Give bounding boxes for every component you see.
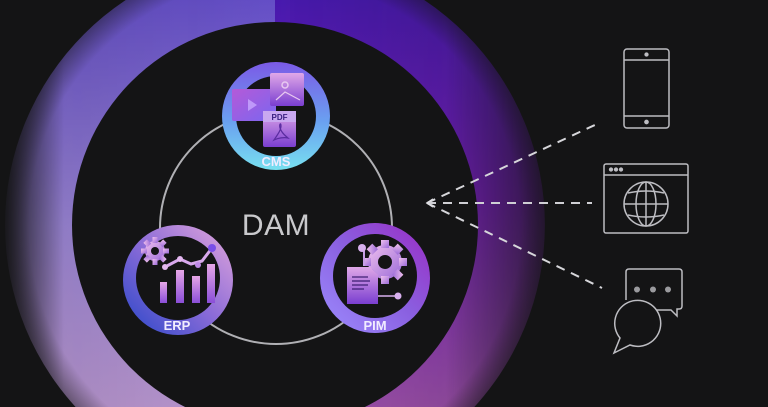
browser-globe-icon xyxy=(603,163,689,234)
mobile-phone-icon xyxy=(623,48,670,129)
erp-label: ERP xyxy=(163,318,191,333)
pim-label: PIM xyxy=(363,318,387,333)
cms-badge: PDF xyxy=(222,62,330,170)
dam-label: DAM xyxy=(241,209,311,242)
pdf-label: PDF xyxy=(272,113,288,122)
cms-label: CMS xyxy=(261,154,291,169)
chat-bubbles-icon xyxy=(612,268,683,355)
pim-badge xyxy=(320,223,430,333)
erp-badge xyxy=(123,225,233,335)
channel-connectors xyxy=(426,123,603,289)
